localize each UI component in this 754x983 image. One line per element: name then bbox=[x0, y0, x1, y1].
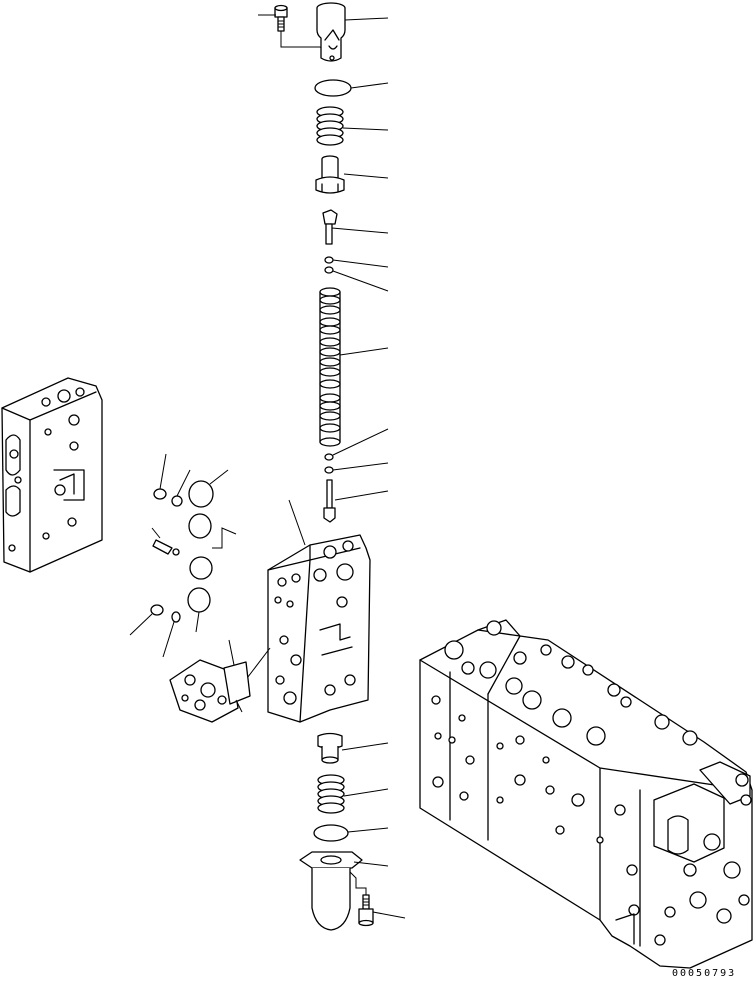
seal-rings-group bbox=[129, 453, 237, 658]
stopper-pin-upper bbox=[322, 209, 389, 245]
main-valve-assembly bbox=[419, 619, 753, 969]
small-o-ring-c bbox=[324, 428, 389, 461]
o-ring-upper bbox=[314, 79, 389, 97]
mounting-bolt-lower bbox=[349, 871, 406, 927]
spring-retainer-lower bbox=[317, 732, 389, 764]
valve-housing-section bbox=[267, 499, 371, 723]
o-ring-lower bbox=[313, 824, 389, 842]
spool bbox=[319, 287, 389, 447]
small-o-ring-b bbox=[324, 266, 389, 292]
spring-retainer-upper bbox=[315, 155, 389, 194]
spool-cover-lower bbox=[299, 851, 389, 931]
spool-cover-upper bbox=[316, 2, 389, 62]
end-section-view bbox=[1, 377, 103, 573]
spring-upper bbox=[316, 106, 389, 146]
drawing-number: 00050793 bbox=[672, 968, 737, 979]
small-o-ring-a bbox=[324, 256, 389, 268]
side-flange-block bbox=[169, 647, 271, 723]
small-o-ring-d bbox=[324, 462, 389, 474]
spring-lower bbox=[317, 774, 389, 814]
gasket-plate bbox=[223, 639, 251, 713]
stopper-pin-lower bbox=[323, 479, 389, 523]
